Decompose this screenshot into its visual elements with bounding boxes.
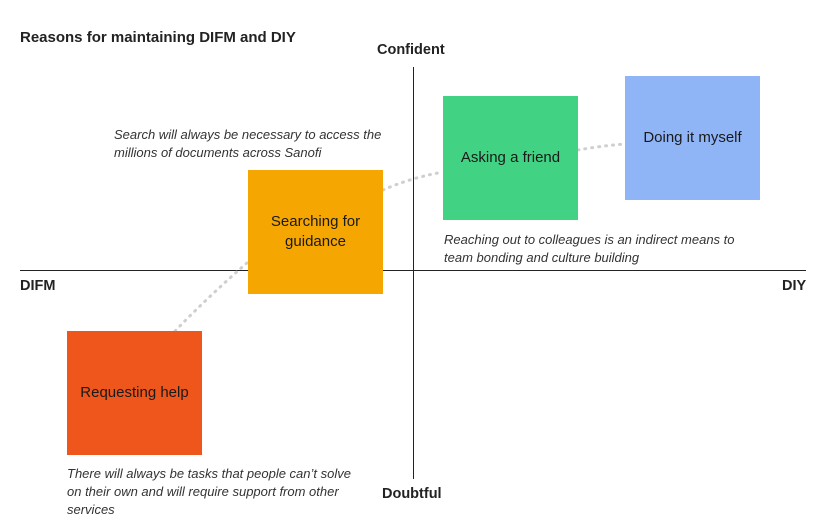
note-requesting: There will always be tasks that people c…	[67, 466, 351, 517]
sticky-requesting-help[interactable]: Requesting help	[67, 331, 202, 455]
sticky-asking-a-friend[interactable]: Asking a friend	[443, 96, 578, 220]
axis-label-doubtful: Doubtful	[382, 486, 442, 502]
vertical-axis	[413, 67, 414, 479]
axis-label-difm: DIFM	[20, 278, 56, 294]
diagram-title: Reasons for maintaining DIFM and DIY	[20, 29, 296, 46]
axis-label-diy: DIY	[782, 278, 807, 294]
axis-label-confident: Confident	[377, 42, 445, 58]
sticky-doing-it-myself[interactable]: Doing it myself	[625, 76, 760, 200]
connector-searching-asking	[381, 170, 445, 192]
connector-requesting-searching	[173, 260, 250, 333]
connector-asking-myself	[576, 142, 627, 152]
note-asking: Reaching out to colleagues is an indirec…	[444, 232, 735, 265]
sticky-searching-for-guidance[interactable]: Searching for guidance	[248, 170, 383, 294]
note-search: Search will always be necessary to acces…	[114, 127, 382, 160]
